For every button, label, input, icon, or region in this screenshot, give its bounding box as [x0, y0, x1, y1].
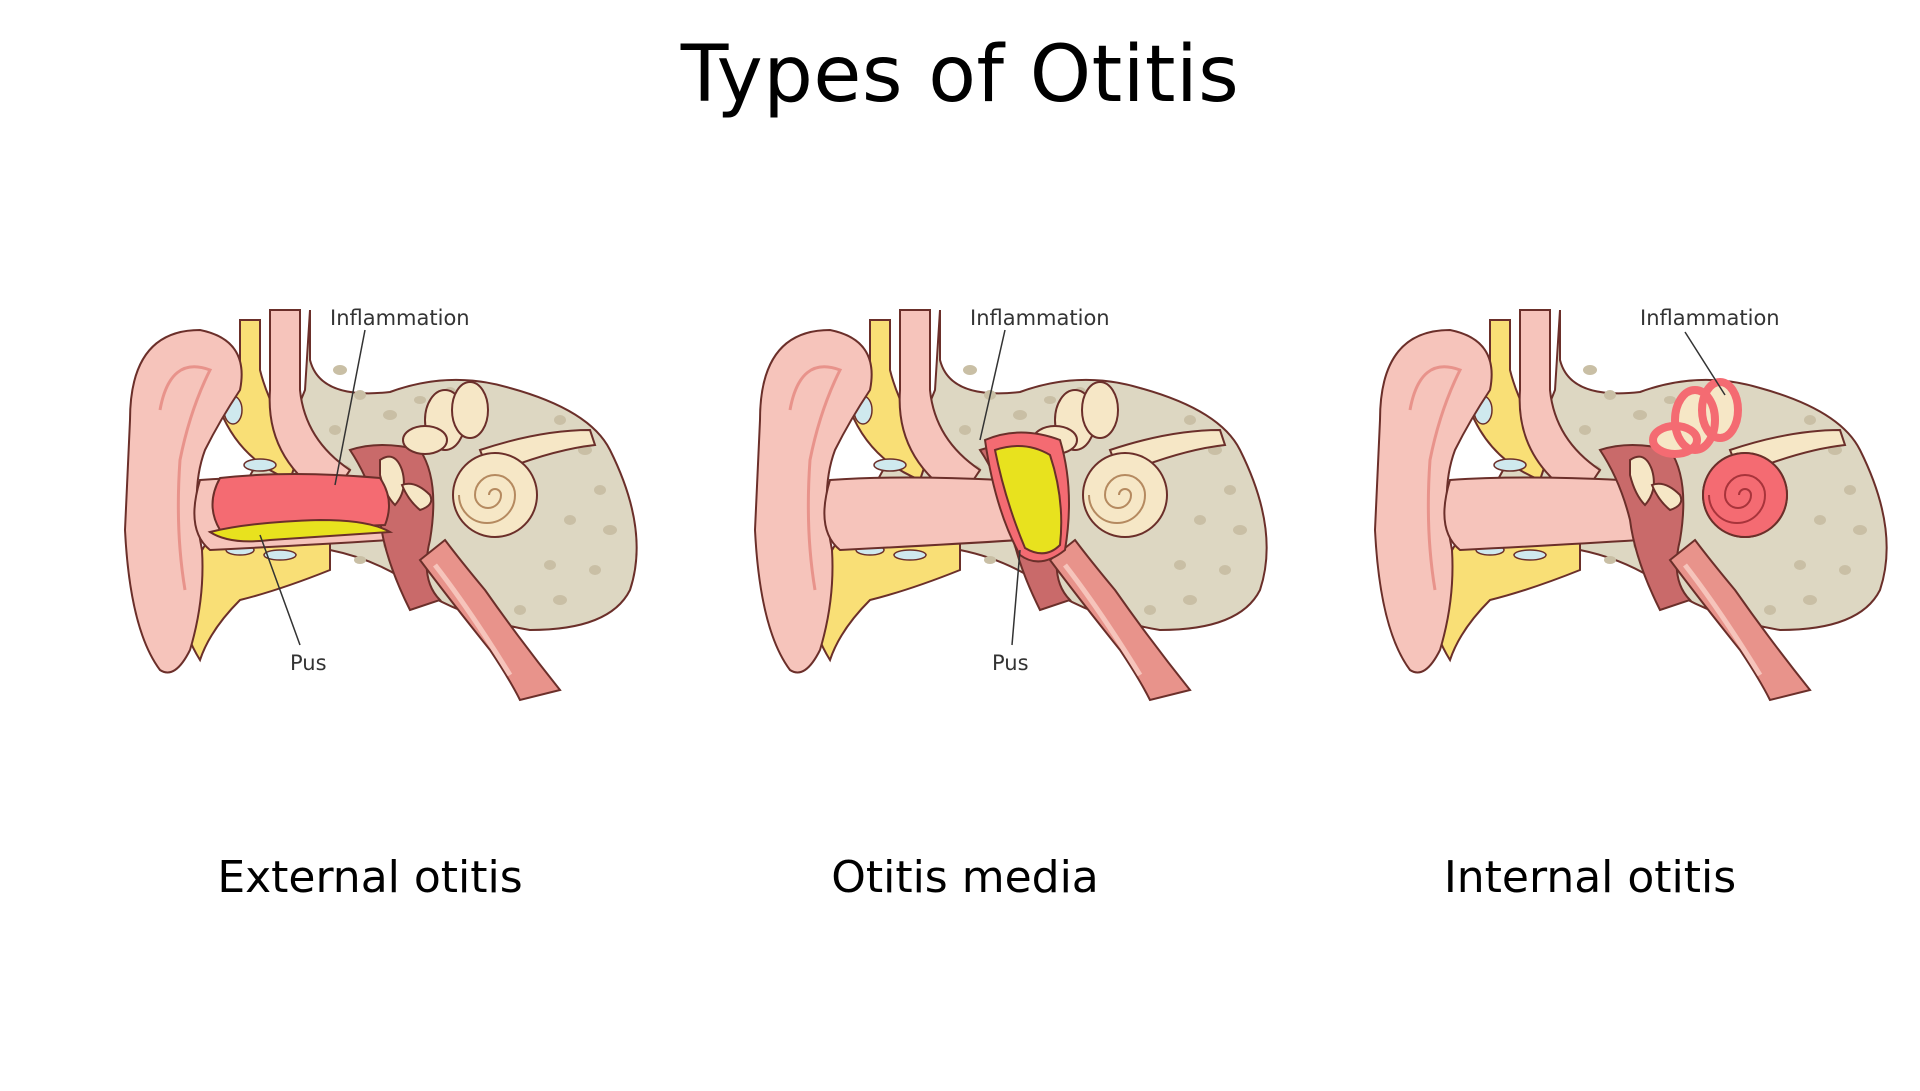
internal-otitis-diagram: Inflammation	[1320, 306, 1920, 780]
diagram-title: Types of Otitis	[680, 30, 1240, 120]
external-otitis-diagram: Inflammation Pus	[70, 306, 670, 780]
pus-in-middle-ear	[993, 445, 1063, 555]
panel-otitis-media: Inflammation Pus	[700, 300, 1300, 780]
caption-external-otitis: External otitis	[217, 852, 523, 903]
panel-internal-otitis: Inflammation	[1320, 300, 1920, 780]
pus-label: Pus	[992, 651, 1029, 675]
pus-label: Pus	[290, 651, 327, 675]
inflamed-inner-ear	[1649, 378, 1788, 538]
caption-otitis-media: Otitis media	[831, 852, 1099, 903]
inflamed-ear-canal	[211, 473, 390, 532]
inflammation-label: Inflammation	[970, 306, 1110, 330]
otitis-media-diagram: Inflammation Pus	[700, 306, 1300, 780]
caption-internal-otitis: Internal otitis	[1443, 852, 1737, 903]
pus-deposit	[207, 518, 394, 543]
panel-external-otitis: Inflammation Pus	[70, 300, 670, 780]
inflammation-label: Inflammation	[330, 306, 470, 330]
inflammation-label: Inflammation	[1640, 306, 1780, 330]
